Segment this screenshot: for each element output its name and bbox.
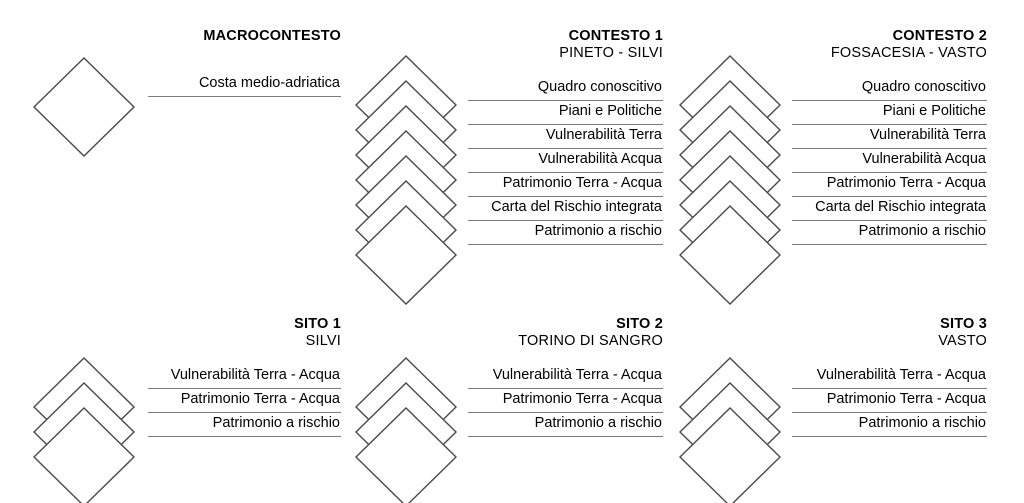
list-item-label: Carta del Rischio integrata	[491, 199, 662, 216]
group-title: SITO 1	[294, 316, 341, 332]
labels-macrocontesto: MACROCONTESTO Costa medio-adriatica	[148, 28, 341, 98]
list-item[interactable]: Patrimonio a rischio	[468, 413, 663, 438]
item-list-macrocontesto: Costa medio-adriatica	[148, 73, 341, 98]
list-item[interactable]: Piani e Politiche	[468, 101, 663, 126]
item-list-sito-1: Vulnerabilità Terra - Acqua Patrimonio T…	[148, 365, 341, 438]
list-item[interactable]: Patrimonio a rischio	[468, 221, 663, 246]
list-item-label: Vulnerabilità Terra - Acqua	[170, 367, 340, 384]
diamond-layer	[32, 57, 136, 157]
group-header-sito-1: SITO 1 SILVI	[148, 316, 341, 350]
group-title: MACROCONTESTO	[203, 28, 341, 44]
layer-stack-contesto-1	[354, 55, 459, 317]
list-item-label: Vulnerabilità Terra	[545, 127, 662, 144]
list-item[interactable]: Vulnerabilità Terra - Acqua	[792, 365, 987, 390]
group-sito-2: SITO 2 TORINO DI SANGRO Vulnerabilità Te…	[354, 316, 663, 503]
list-item-label: Costa medio-adriatica	[198, 75, 340, 92]
group-header-sito-3: SITO 3 VASTO	[792, 316, 987, 350]
list-item-label: Vulnerabilità Acqua	[538, 151, 662, 168]
group-macrocontesto: MACROCONTESTO Costa medio-adriatica	[32, 28, 343, 178]
list-item[interactable]: Vulnerabilità Terra - Acqua	[148, 365, 341, 390]
group-contesto-1: CONTESTO 1 PINETO - SILVI Quadro conosci…	[354, 28, 663, 305]
layer-stack-sito-3	[678, 357, 783, 503]
item-list-contesto-1: Quadro conoscitivo Piani e Politiche Vul…	[468, 77, 663, 246]
layer-stack-sito-1	[32, 357, 137, 503]
list-item[interactable]: Patrimonio Terra - Acqua	[792, 389, 987, 414]
item-list-sito-3: Vulnerabilità Terra - Acqua Patrimonio T…	[792, 365, 987, 438]
list-item[interactable]: Piani e Politiche	[792, 101, 987, 126]
list-item-label: Patrimonio a rischio	[534, 223, 662, 240]
list-item[interactable]: Patrimonio a rischio	[148, 413, 341, 438]
list-item[interactable]: Patrimonio Terra - Acqua	[468, 389, 663, 414]
list-item-label: Vulnerabilità Acqua	[862, 151, 986, 168]
diamond-layer	[354, 205, 458, 305]
layer-stack-macrocontesto	[32, 57, 137, 187]
list-item[interactable]: Carta del Rischio integrata	[468, 197, 663, 222]
list-item-label: Vulnerabilità Terra - Acqua	[492, 367, 662, 384]
list-item-label: Vulnerabilità Terra - Acqua	[816, 367, 986, 384]
labels-sito-1: SITO 1 SILVI Vulnerabilità Terra - Acqua…	[148, 316, 341, 438]
list-item[interactable]: Costa medio-adriatica	[148, 73, 341, 98]
list-item[interactable]: Quadro conoscitivo	[468, 77, 663, 102]
labels-contesto-1: CONTESTO 1 PINETO - SILVI Quadro conosci…	[468, 28, 663, 246]
layer-stack-sito-2	[354, 357, 459, 503]
list-item-label: Quadro conoscitivo	[537, 79, 662, 96]
group-subtitle: FOSSACESIA - VASTO	[830, 45, 987, 62]
labels-sito-3: SITO 3 VASTO Vulnerabilità Terra - Acqua…	[792, 316, 987, 438]
group-subtitle: VASTO	[938, 333, 987, 350]
group-header-macrocontesto: MACROCONTESTO	[148, 28, 341, 45]
group-title: SITO 2	[616, 316, 663, 332]
group-header-contesto-2: CONTESTO 2 FOSSACESIA - VASTO	[792, 28, 987, 62]
labels-sito-2: SITO 2 TORINO DI SANGRO Vulnerabilità Te…	[468, 316, 663, 438]
list-item[interactable]: Patrimonio Terra - Acqua	[148, 389, 341, 414]
diamond-layer	[354, 407, 458, 503]
diamond-layer	[678, 205, 782, 305]
list-item[interactable]: Vulnerabilità Terra	[468, 125, 663, 150]
list-item[interactable]: Patrimonio Terra - Acqua	[468, 173, 663, 198]
list-item-label: Quadro conoscitivo	[861, 79, 986, 96]
list-item[interactable]: Vulnerabilità Terra - Acqua	[468, 365, 663, 390]
list-item[interactable]: Quadro conoscitivo	[792, 77, 987, 102]
list-item-label: Patrimonio Terra - Acqua	[826, 391, 986, 408]
list-item-label: Patrimonio Terra - Acqua	[826, 175, 986, 192]
labels-contesto-2: CONTESTO 2 FOSSACESIA - VASTO Quadro con…	[792, 28, 987, 246]
list-item[interactable]: Patrimonio a rischio	[792, 221, 987, 246]
item-list-contesto-2: Quadro conoscitivo Piani e Politiche Vul…	[792, 77, 987, 246]
diamond-layer	[678, 407, 782, 503]
group-header-contesto-1: CONTESTO 1 PINETO - SILVI	[468, 28, 663, 62]
list-item[interactable]: Vulnerabilità Terra	[792, 125, 987, 150]
list-item-label: Patrimonio Terra - Acqua	[502, 391, 662, 408]
list-item-label: Patrimonio a rischio	[858, 223, 986, 240]
group-contesto-2: CONTESTO 2 FOSSACESIA - VASTO Quadro con…	[678, 28, 987, 305]
list-item[interactable]: Vulnerabilità Acqua	[792, 149, 987, 174]
list-item-label: Patrimonio a rischio	[534, 415, 662, 432]
list-item-label: Patrimonio Terra - Acqua	[180, 391, 340, 408]
list-item-label: Patrimonio a rischio	[212, 415, 340, 432]
item-list-sito-2: Vulnerabilità Terra - Acqua Patrimonio T…	[468, 365, 663, 438]
group-header-sito-2: SITO 2 TORINO DI SANGRO	[468, 316, 663, 350]
group-title: CONTESTO 2	[892, 28, 987, 44]
group-title: SITO 3	[940, 316, 987, 332]
list-item[interactable]: Patrimonio a rischio	[792, 413, 987, 438]
list-item-label: Patrimonio a rischio	[858, 415, 986, 432]
list-item-label: Carta del Rischio integrata	[815, 199, 986, 216]
list-item-label: Vulnerabilità Terra	[869, 127, 986, 144]
group-sito-1: SITO 1 SILVI Vulnerabilità Terra - Acqua…	[32, 316, 343, 503]
list-item-label: Patrimonio Terra - Acqua	[502, 175, 662, 192]
group-sito-3: SITO 3 VASTO Vulnerabilità Terra - Acqua…	[678, 316, 987, 503]
group-subtitle: PINETO - SILVI	[559, 45, 663, 62]
group-subtitle: SILVI	[305, 333, 341, 350]
list-item[interactable]: Vulnerabilità Acqua	[468, 149, 663, 174]
list-item-label: Piani e Politiche	[882, 103, 986, 120]
list-item[interactable]: Carta del Rischio integrata	[792, 197, 987, 222]
diamond-layer	[32, 407, 136, 503]
layer-stack-contesto-2	[678, 55, 783, 317]
group-subtitle: TORINO DI SANGRO	[518, 333, 663, 350]
list-item[interactable]: Patrimonio Terra - Acqua	[792, 173, 987, 198]
list-item-label: Piani e Politiche	[558, 103, 662, 120]
group-title: CONTESTO 1	[568, 28, 663, 44]
